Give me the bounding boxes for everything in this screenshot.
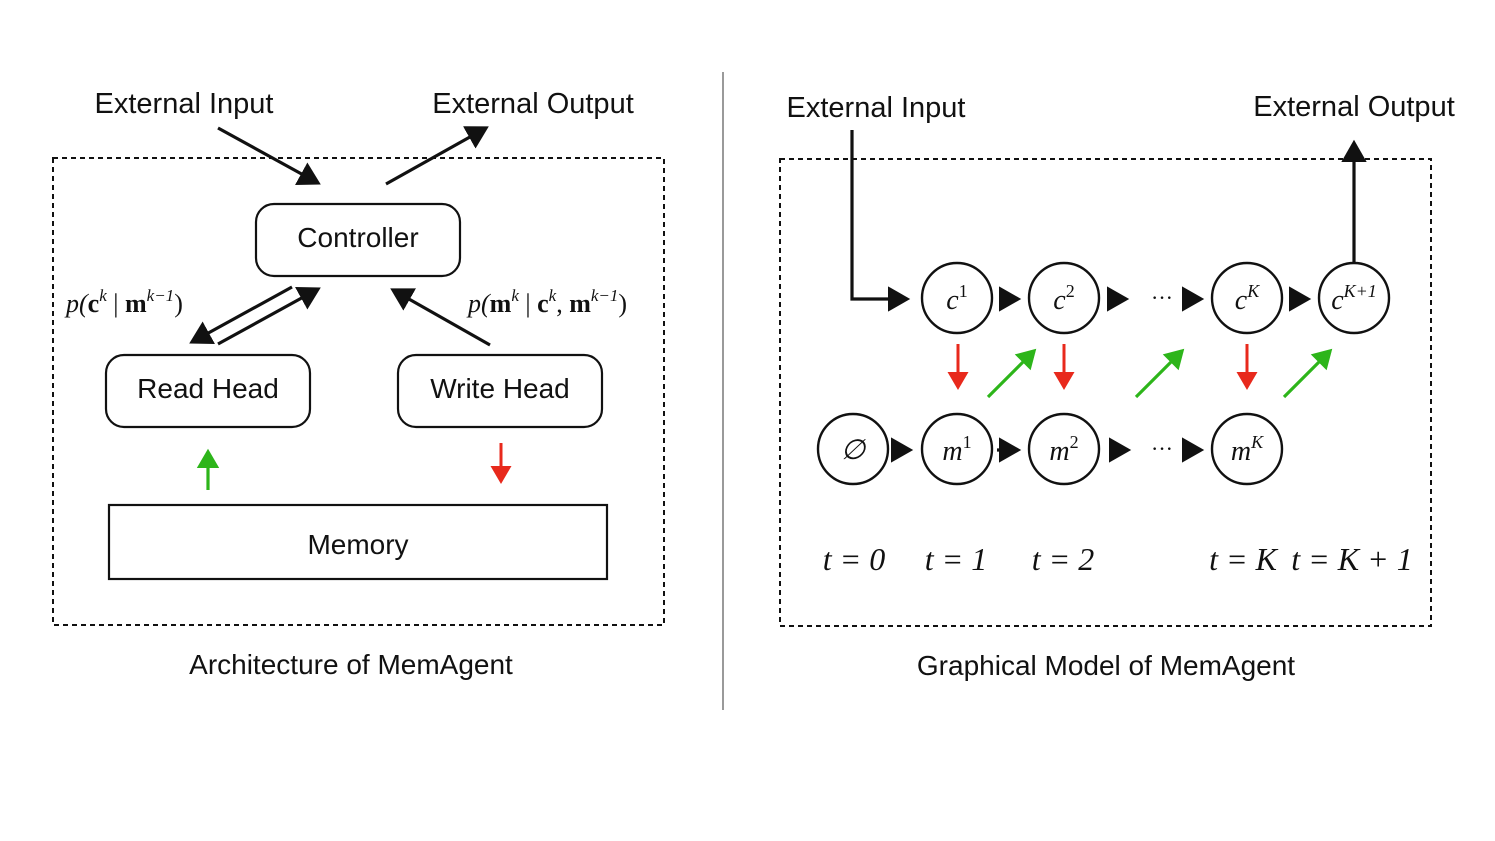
svg-text:m2: m2: [1049, 432, 1078, 467]
external-output-label: External Output: [432, 88, 634, 120]
memory-label: Memory: [307, 529, 408, 560]
architecture-caption: Architecture of MemAgent: [189, 649, 513, 680]
svg-text:cK+1: cK+1: [1331, 281, 1377, 316]
time-label: t = 2: [1032, 541, 1094, 577]
write-formula: p(mk | ck, mk−1): [466, 286, 627, 318]
controller-node: c2: [1027, 261, 1101, 335]
external-input-path: [850, 130, 911, 312]
external-output-label-right: External Output: [1253, 91, 1455, 123]
controller-to-read-arrow: [189, 285, 293, 344]
external-output-arrow: [385, 126, 489, 186]
svg-text:m1: m1: [942, 432, 971, 467]
external-input-label-right: External Input: [787, 92, 966, 124]
read-formula: p(ck | mk−1): [64, 286, 183, 318]
write-to-controller-arrow: [390, 288, 491, 347]
architecture-panel: External Input External Output Controlle…: [52, 88, 665, 680]
graphical-model-boundary: [779, 158, 1432, 627]
memory-node: ∅: [816, 412, 890, 486]
read-arrow: [986, 348, 1037, 399]
read-to-controller-arrow: [217, 287, 321, 346]
read-head-label: Read Head: [137, 373, 279, 404]
svg-text:∅: ∅: [841, 435, 867, 466]
graphical-model-panel: External Input External Output c1 c2 cK …: [779, 91, 1455, 681]
time-label: t = 0: [823, 541, 885, 577]
memory-node: m1: [920, 412, 994, 486]
controller-node: cK: [1210, 261, 1284, 335]
read-arrow: [1282, 348, 1333, 399]
write-head-label: Write Head: [430, 373, 570, 404]
svg-text:cK: cK: [1235, 281, 1260, 316]
read-arrow: [1134, 348, 1185, 399]
controller-node: c1: [920, 261, 994, 335]
controller-label: Controller: [297, 222, 418, 253]
read-head-box: [104, 353, 312, 429]
memory-node: m2: [1027, 412, 1101, 486]
svg-text:c2: c2: [1053, 281, 1074, 316]
external-input-label: External Input: [95, 88, 274, 120]
controller-ellipsis: ···: [1151, 285, 1173, 310]
time-label: t = K + 1: [1291, 541, 1412, 577]
time-label: t = 1: [925, 541, 987, 577]
write-head-box: [396, 353, 604, 429]
controller-box: [254, 202, 462, 278]
memory-box: [107, 503, 609, 581]
external-input-arrow: [217, 126, 321, 185]
controller-node: cK+1: [1317, 261, 1391, 335]
time-label: t = K: [1209, 541, 1278, 577]
svg-text:c1: c1: [946, 281, 967, 316]
memory-ellipsis: ···: [1151, 436, 1173, 461]
graphical-model-caption: Graphical Model of MemAgent: [917, 650, 1295, 681]
svg-text:mK: mK: [1231, 432, 1264, 467]
memory-node: mK: [1210, 412, 1284, 486]
